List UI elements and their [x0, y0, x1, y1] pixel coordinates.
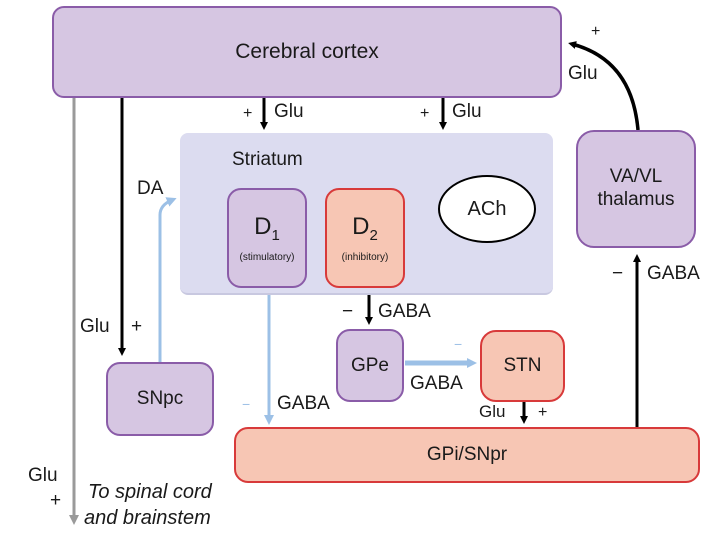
nt-d1-gpi: GABA — [277, 393, 330, 414]
node-d2-inhibitory[interactable]: D2 (inhibitory) — [325, 188, 405, 288]
node-d1-stimulatory[interactable]: D1 (stimulatory) — [227, 188, 307, 288]
nt-cortex-striatum-1: Glu — [274, 101, 304, 122]
sign-cortex-striatum-2: + — [420, 105, 430, 122]
nt-gpi-thalamus: GABA — [647, 263, 700, 284]
arrow-thalamus-cortex — [568, 41, 640, 131]
label-da: DA — [137, 178, 164, 199]
nt-spinal: Glu — [28, 465, 58, 486]
label-spinal-line2: and brainstem — [84, 507, 211, 529]
sign-gpi-thalamus: − — [612, 263, 624, 284]
sign-cortex-striatum-1: + — [243, 105, 253, 122]
node-stn[interactable]: STN — [480, 330, 565, 402]
sign-spinal: + — [50, 490, 62, 511]
ach-label: ACh — [467, 197, 507, 220]
node-ach[interactable]: ACh — [438, 175, 536, 243]
sign-d1-gpi: − — [242, 396, 251, 412]
arrow-snpc-striatum-da — [158, 197, 177, 362]
node-gpe[interactable]: GPe — [336, 329, 404, 402]
label-spinal-line1: To spinal cord — [88, 481, 212, 503]
sign-gpe-stn: − — [454, 336, 463, 352]
node-label: Cerebral cortex — [235, 40, 379, 63]
node-gpi-snpr[interactable]: GPi/SNpr — [234, 427, 700, 483]
nt-d2-gpe: GABA — [378, 301, 431, 322]
striatum-label: Striatum — [232, 149, 303, 170]
d2-note: (inhibitory) — [341, 251, 389, 263]
sign-stn-gpi: + — [538, 404, 548, 421]
sign-d2-gpe: − — [342, 301, 354, 322]
node-va-vl-thalamus[interactable]: VA/VL thalamus — [576, 130, 696, 248]
nt-gpe-stn: GABA — [410, 373, 463, 394]
node-snpc[interactable]: SNpc — [106, 362, 214, 436]
nt-cortex-snpc: Glu — [80, 316, 110, 337]
nt-cortex-striatum-2: Glu — [452, 101, 482, 122]
d1-label: D1 — [254, 213, 280, 244]
nt-thalamus-cortex: Glu — [568, 63, 598, 84]
sign-thalamus-cortex: + — [591, 23, 601, 40]
nt-stn-gpi: Glu — [479, 402, 506, 421]
node-cerebral-cortex[interactable]: Cerebral cortex — [52, 6, 562, 98]
d2-label: D2 — [352, 213, 378, 244]
sign-cortex-snpc: + — [131, 316, 143, 337]
d1-note: (stimulatory) — [239, 251, 295, 263]
